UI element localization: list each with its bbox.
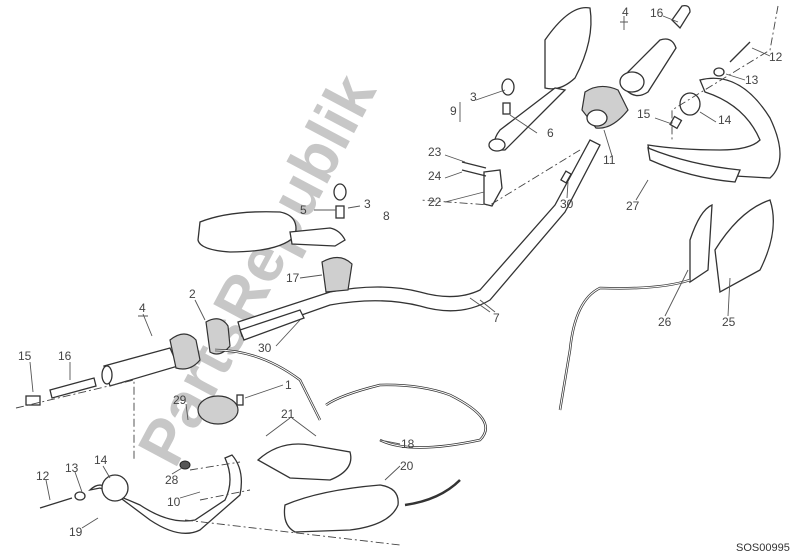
- right-clamp: [461, 161, 572, 207]
- callout-24: 24: [428, 169, 442, 183]
- callout-13b: 13: [65, 461, 79, 475]
- callout-15b: 15: [18, 349, 32, 363]
- callout-18: 18: [401, 437, 415, 451]
- callout-11: 11: [603, 153, 616, 167]
- turn-signals: [214, 199, 774, 533]
- callout-12: 12: [769, 50, 783, 64]
- callout-13: 13: [745, 73, 759, 87]
- callout-14b: 14: [94, 453, 108, 467]
- assembly-lines: [15, 5, 779, 546]
- callout-30: 30: [560, 197, 574, 211]
- callout-19: 19: [69, 525, 83, 539]
- callout-5: 5: [300, 203, 307, 217]
- callout-29: 29: [173, 393, 187, 407]
- callout-7: 7: [493, 311, 500, 325]
- callout-20: 20: [400, 459, 414, 473]
- diagram-code: SOS00995: [736, 542, 790, 554]
- right-mirror: [488, 6, 592, 152]
- left-hand-guard: [39, 394, 244, 534]
- left-mirror: [197, 183, 353, 293]
- callout-21: 21: [281, 407, 295, 421]
- callout-22: 22: [428, 195, 442, 209]
- handlebar: [237, 139, 601, 337]
- callout-30b: 30: [258, 341, 272, 355]
- callout-1: 1: [285, 378, 292, 392]
- callout-8: 8: [383, 209, 390, 223]
- callout-6: 6: [547, 126, 554, 140]
- callout-23: 23: [428, 145, 442, 159]
- callout-26: 26: [658, 315, 672, 329]
- callout-15: 15: [637, 107, 651, 121]
- leader-lines: [29, 15, 771, 529]
- left-grip: [25, 309, 305, 406]
- callout-25: 25: [722, 315, 736, 329]
- callouts: 4 16 12 13 3 9 6 15 14 11 23 24 22 30 27…: [18, 5, 783, 539]
- callout-4: 4: [622, 5, 629, 19]
- callout-2: 2: [189, 287, 196, 301]
- callout-10: 10: [167, 495, 181, 509]
- callout-14: 14: [718, 113, 732, 127]
- callout-3: 3: [470, 90, 477, 104]
- callout-17: 17: [286, 271, 300, 285]
- callout-16: 16: [650, 6, 664, 20]
- callout-16b: 16: [58, 349, 72, 363]
- callout-4b: 4: [139, 301, 146, 315]
- callout-12b: 12: [36, 469, 50, 483]
- right-grip: [581, 4, 691, 129]
- callout-3b: 3: [364, 197, 371, 211]
- callout-27: 27: [626, 199, 640, 213]
- callout-9: 9: [450, 104, 457, 118]
- right-hand-guard: [647, 41, 781, 183]
- callout-28: 28: [165, 473, 179, 487]
